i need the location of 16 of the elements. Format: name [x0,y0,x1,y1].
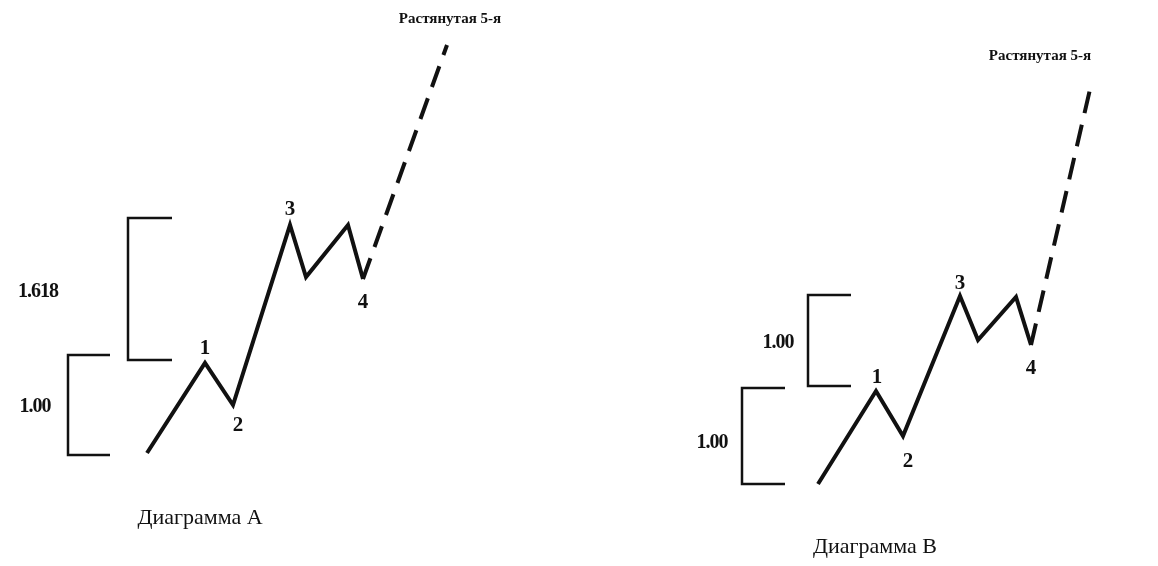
wave-number: 3 [284,197,296,219]
extension-label: Растянутая 5-я [988,47,1092,63]
wave-number: 1 [871,365,883,387]
wave-number: 4 [357,290,369,312]
ratio-label: 1.00 [19,395,51,415]
wave-number: 2 [232,413,244,435]
diagram-caption: Диаграмма А [137,506,263,528]
extension-label: Растянутая 5-я [398,10,502,26]
wave-number: 1 [199,336,211,358]
wave-number: 3 [954,271,966,293]
ratio-label: 1.618 [18,280,58,300]
ratio-label: 1.00 [696,431,728,451]
wave-number: 4 [1025,356,1037,378]
diagram-caption: Диаграмма В [813,535,937,557]
ratio-label: 1.00 [762,331,794,351]
wave-number: 2 [902,449,914,471]
